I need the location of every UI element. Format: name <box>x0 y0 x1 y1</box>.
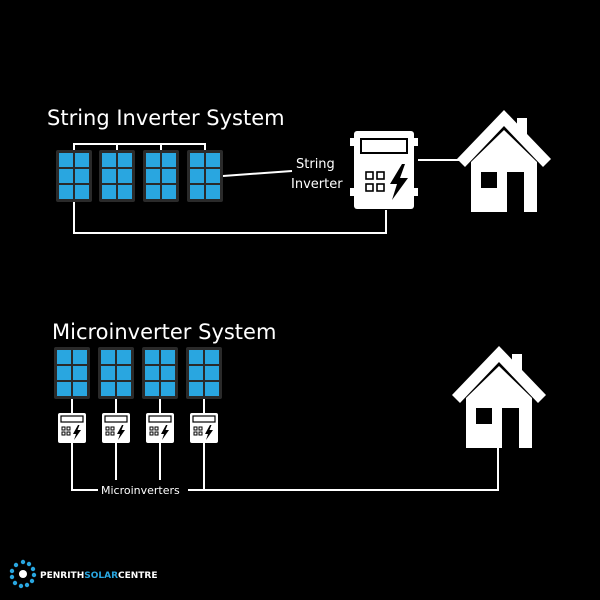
string-inverter-label-line2: Inverter <box>291 177 343 192</box>
microinverter-icon <box>145 412 175 444</box>
solar-panel-icon <box>98 347 134 399</box>
micro-wiring <box>71 399 499 491</box>
house-icon <box>457 110 551 212</box>
house-icon <box>452 346 546 448</box>
inverter-icon <box>350 131 418 209</box>
solar-panel-icon <box>99 150 135 202</box>
solar-panel-icon <box>143 150 179 202</box>
microinverters-label: Microinverters <box>101 484 180 497</box>
logo-mark-icon <box>9 559 37 589</box>
solar-panel-icon <box>186 347 222 399</box>
lightning-bolt-icon <box>390 164 408 200</box>
string-system-title: String Inverter System <box>47 106 285 130</box>
string-inverter-label-line1: String <box>296 157 335 172</box>
logo-text: PENRITHSOLARCENTRE <box>40 571 158 581</box>
solar-panel-icon <box>142 347 178 399</box>
solar-panel-icon <box>54 347 90 399</box>
microinverter-icon <box>57 412 87 444</box>
microinverter-icon <box>101 412 131 444</box>
micro-system-title: Microinverter System <box>52 320 276 344</box>
panel-connectors <box>73 143 206 150</box>
solar-panel-icon <box>187 150 223 202</box>
solar-panel-icon <box>56 150 92 202</box>
microinverter-icon <box>189 412 219 444</box>
string-wiring <box>73 159 462 234</box>
